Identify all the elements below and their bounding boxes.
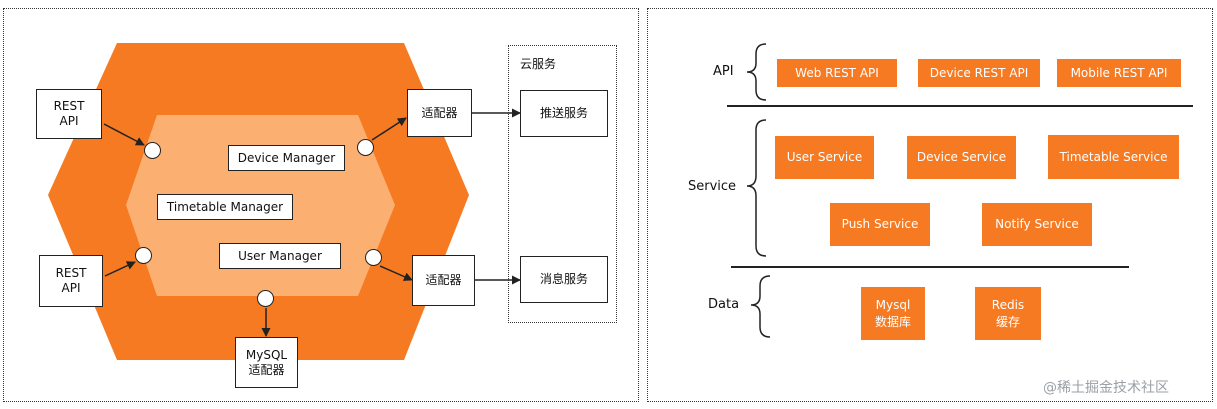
timetable-manager-box: Timetable Manager [157,194,293,220]
port-rest-bottom [135,247,152,264]
layered-panel [647,8,1213,402]
device-rest-api-box: Device REST API [918,59,1040,87]
rest-api-top-box: REST API [36,89,102,139]
redis-cache-box: Redis 缓存 [975,287,1041,340]
cloud-services-group [508,45,617,323]
layer-label-api: API [713,64,734,79]
user-service-box: User Service [775,136,874,179]
layer-label-service: Service [688,179,737,194]
brace-api [746,43,767,101]
mobile-rest-api-box: Mobile REST API [1057,59,1181,87]
message-service-box: 消息服务 [520,256,608,303]
port-adapter-top [357,139,374,156]
port-mysql [257,290,274,307]
web-rest-api-box: Web REST API [777,59,897,87]
port-adapter-bottom [365,249,382,266]
arrow-rest-top [103,123,145,146]
notify-service-box: Notify Service [982,203,1092,246]
adapter-bottom-box: 适配器 [412,255,475,306]
brace-data [750,275,771,338]
push-service-layer-box: Push Service [830,203,930,246]
device-manager-box: Device Manager [228,145,345,171]
layer-label-data: Data [708,297,740,312]
arrow-to-adapter-bottom [379,265,413,281]
rest-api-bottom-box: REST API [39,255,103,307]
arrow-rest-bottom [104,261,136,277]
port-rest-top [144,142,161,159]
user-manager-box: User Manager [219,243,341,269]
brace-service [746,119,767,257]
cloud-services-title: 云服务 [520,57,557,71]
mysql-database-box: Mysql 数据库 [861,287,925,340]
adapter-top-box: 适配器 [407,89,472,137]
timetable-service-box: Timetable Service [1048,135,1179,179]
watermark: @稀土掘金技术社区 [1043,380,1169,396]
mysql-adapter-box: MySQL 适配器 [235,337,298,388]
arrow-to-adapter-top [371,117,407,141]
hexagonal-panel [3,8,639,402]
device-service-box: Device Service [907,136,1016,179]
push-service-box: 推送服务 [520,90,608,137]
